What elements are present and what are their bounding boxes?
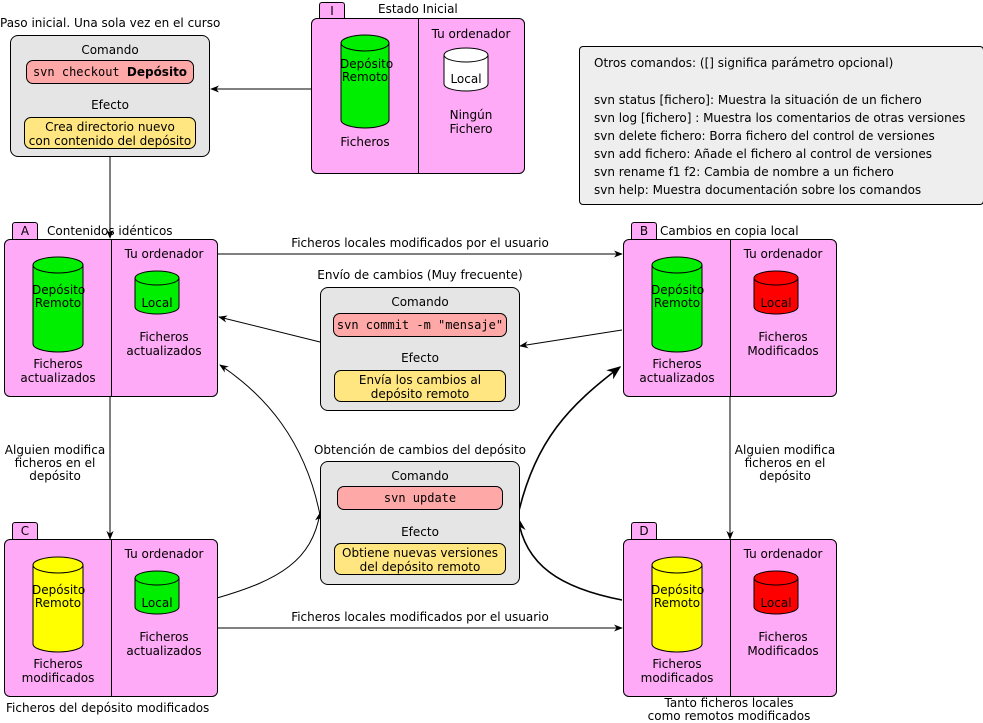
pc-title: Tu ordenador: [431, 27, 511, 41]
state-divider: [111, 540, 112, 696]
edge-label-a-to-c: Alguien modifica ficheros en el depósito: [4, 443, 106, 483]
state-d: Depósito Remoto Ficheros modificados Tu …: [623, 539, 837, 697]
checkout-command-text: svn checkout: [32, 65, 127, 79]
remote-caption: Ficheros actualizados: [20, 357, 96, 385]
local-caption: Ficheros Modificados: [747, 630, 819, 658]
remote-caption: Ficheros modificados: [640, 657, 714, 685]
checkout-title: Paso inicial. Una sola vez en el curso: [0, 16, 221, 30]
state-divider: [730, 240, 731, 396]
state-tab-d: D: [631, 522, 657, 540]
pc-title: Tu ordenador: [124, 247, 204, 261]
other-command-line: svn help: Muestra documentación sobre lo…: [594, 183, 922, 197]
state-title-initial: Estado Inicial: [378, 2, 458, 16]
remote-repo-cylinder: Depósito Remoto: [651, 556, 705, 654]
remote-caption: Ficheros modificados: [21, 657, 95, 685]
update-title: Obtención de cambios del depósito: [313, 443, 526, 457]
arrow-update-to-b: [517, 366, 622, 516]
state-a: Depósito Remoto Ficheros actualizados Tu…: [4, 239, 218, 397]
state-title-d: Tanto ficheros locales como remotos modi…: [647, 696, 811, 723]
pc-title: Tu ordenador: [743, 547, 823, 561]
local-copy-label: Local: [450, 72, 482, 86]
arrow-update-to-a: [219, 364, 321, 516]
state-tab-c: C: [12, 522, 38, 540]
commit-effect: Envía los cambios al depósito remoto: [334, 370, 506, 402]
effect-heading: Efecto: [401, 525, 439, 539]
local-copy-label: Local: [141, 296, 173, 310]
local-copy-label: Local: [760, 296, 792, 310]
state-initial: Depósito Remoto Ficheros Tu ordenador Lo…: [311, 18, 525, 174]
local-copy-label: Local: [141, 596, 173, 610]
other-command-line: svn delete fichero: Borra fichero del co…: [594, 129, 935, 143]
arrow-b-to-commit: [519, 329, 623, 349]
other-command-line: svn log [fichero] : Muestra los comentar…: [594, 111, 966, 125]
other-command-line: svn add fichero: Añade el fichero al con…: [594, 147, 932, 161]
state-title-b: Cambios en copia local: [660, 224, 799, 238]
local-caption: Ningún Fichero: [449, 108, 493, 136]
state-tab-initial: I: [319, 2, 345, 19]
remote-repo-label: Depósito Remoto: [32, 583, 86, 610]
local-copy-label: Local: [760, 596, 792, 610]
remote-repo-cylinder: Depósito Remoto: [340, 34, 394, 130]
update-effect: Obtiene nuevas versiones del depósito re…: [334, 543, 506, 575]
local-copy-cylinder: Local: [753, 270, 799, 316]
edge-label-b-to-d: Alguien modifica ficheros en el depósito: [734, 443, 836, 483]
state-divider: [418, 19, 419, 173]
local-caption: Ficheros actualizados: [126, 630, 202, 658]
command-heading: Comando: [391, 469, 449, 483]
local-copy-cylinder: Local: [443, 47, 489, 93]
local-copy-cylinder: Local: [753, 570, 799, 616]
remote-repo-label: Depósito Remoto: [32, 283, 86, 310]
command-heading: Comando: [81, 43, 139, 57]
remote-caption: Ficheros: [340, 135, 390, 149]
update-command-box: Comando svn update Efecto Obtiene nuevas…: [320, 461, 520, 585]
command-heading: Comando: [391, 295, 449, 309]
other-command-line: svn status [fichero]: Muestra la situaci…: [594, 93, 922, 107]
commit-title: Envío de cambios (Muy frecuente): [317, 268, 523, 282]
effect-heading: Efecto: [401, 351, 439, 365]
commit-command-box: Comando svn commit -m "mensaje" Efecto E…: [320, 287, 520, 411]
pc-title: Tu ordenador: [743, 247, 823, 261]
remote-repo-label: Depósito Remoto: [651, 283, 705, 310]
edge-label-c-to-d: Ficheros locales modificados por el usua…: [291, 610, 549, 624]
checkout-effect: Crea directorio nuevo con contenido del …: [24, 117, 196, 149]
remote-repo-cylinder: Depósito Remoto: [32, 556, 86, 654]
arrow-commit-to-a: [218, 315, 321, 343]
state-divider: [111, 240, 112, 396]
local-copy-cylinder: Local: [134, 270, 180, 316]
edge-label-a-to-b: Ficheros locales modificados por el usua…: [291, 236, 549, 250]
checkout-command: svn checkout Depósito: [26, 60, 194, 84]
remote-repo-cylinder: Depósito Remoto: [32, 256, 86, 354]
state-title-a: Contenidos idénticos: [47, 224, 173, 238]
state-tab-a: A: [12, 222, 38, 240]
checkout-command-arg: Depósito: [126, 65, 188, 79]
update-command: svn update: [337, 486, 503, 510]
effect-heading: Efecto: [91, 98, 129, 112]
local-caption: Ficheros Modificados: [747, 330, 819, 358]
remote-repo-label: Depósito Remoto: [651, 583, 705, 610]
other-commands-title: Otros comandos: ([] significa parámetro …: [594, 56, 894, 70]
other-commands-panel: Otros comandos: ([] significa parámetro …: [579, 46, 983, 205]
other-command-line: svn rename f1 f2: Cambia de nombre a un …: [594, 165, 894, 179]
state-c: Depósito Remoto Ficheros modificados Tu …: [4, 539, 218, 697]
pc-title: Tu ordenador: [124, 547, 204, 561]
arrow-c-to-update: [216, 512, 323, 599]
remote-repo-label: Depósito Remoto: [340, 57, 394, 84]
arrow-d-to-update: [514, 516, 623, 601]
state-b: Depósito Remoto Ficheros actualizados Tu…: [623, 239, 837, 397]
remote-repo-cylinder: Depósito Remoto: [651, 256, 705, 354]
state-tab-b: B: [631, 222, 657, 240]
remote-caption: Ficheros actualizados: [639, 357, 715, 385]
local-copy-cylinder: Local: [134, 570, 180, 616]
state-title-c: Ficheros del depósito modificados: [6, 701, 210, 715]
state-divider: [730, 540, 731, 696]
checkout-command-box: Comando svn checkout Depósito Efecto Cre…: [10, 35, 210, 157]
commit-command: svn commit -m "mensaje": [333, 313, 507, 337]
local-caption: Ficheros actualizados: [126, 330, 202, 358]
